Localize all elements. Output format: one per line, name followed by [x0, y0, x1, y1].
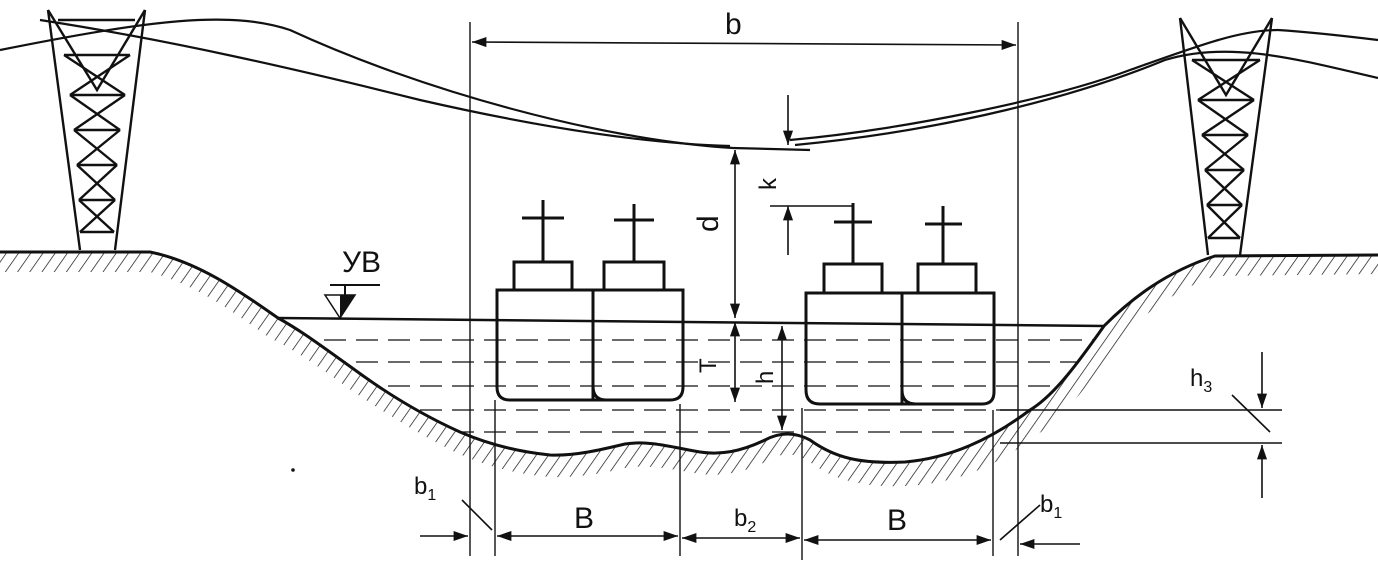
label-T: T	[695, 358, 722, 373]
label-b1-left: b1	[414, 473, 436, 504]
label-b2: b2	[734, 505, 756, 536]
dimension-labels: b d k УВ T h h3 B B b2 b1 b1	[342, 8, 1212, 537]
vessel-icon	[495, 200, 595, 402]
label-b1-right: b1	[1040, 491, 1062, 522]
extension-lines	[469, 22, 1282, 560]
vessel-icon	[804, 203, 904, 406]
vessel-icon	[591, 204, 685, 402]
pylon-icon	[1178, 17, 1274, 256]
label-h3: h3	[1190, 365, 1212, 396]
power-cables	[0, 18, 1378, 152]
vessel-icon	[900, 206, 996, 406]
label-B-left: B	[574, 502, 594, 535]
label-water-level: УВ	[342, 246, 381, 279]
pylon-icon	[46, 9, 147, 251]
dimension-arrows	[420, 37, 1271, 550]
ground-profile	[0, 250, 1378, 487]
label-b: b	[725, 8, 742, 41]
label-h: h	[752, 371, 779, 384]
vessel-group-right	[804, 203, 996, 406]
water-level-marker-icon	[323, 284, 380, 320]
dim-b	[471, 37, 1017, 50]
river-water	[277, 316, 1105, 433]
vessel-group-left	[495, 200, 685, 402]
scan-dot	[291, 468, 295, 472]
label-d: d	[692, 215, 725, 232]
label-B-right: B	[887, 504, 907, 537]
label-k: k	[755, 177, 782, 190]
